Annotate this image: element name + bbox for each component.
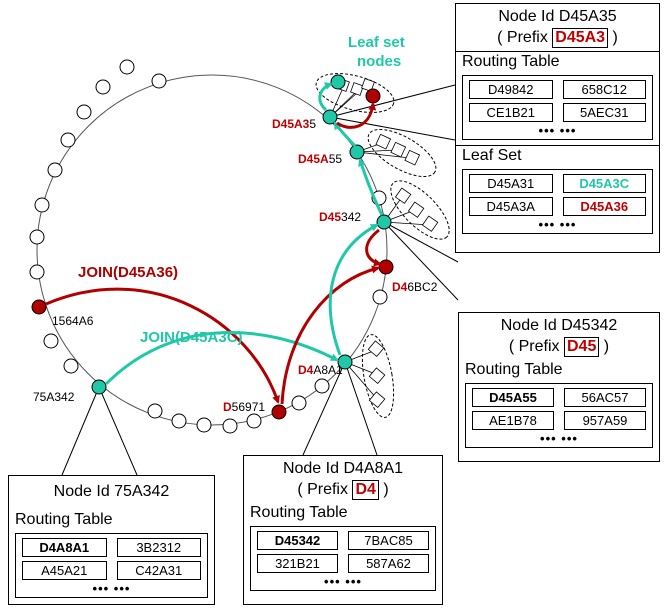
node-label-1564a6: 1564A6 bbox=[52, 314, 94, 328]
connector-lines bbox=[61, 84, 459, 476]
prefix-value: D4 bbox=[352, 480, 379, 500]
routing-table: D4A8A1 3B2312 A45A21 C42A31 ••• ••• bbox=[15, 533, 208, 598]
table-cell: D45A3C bbox=[562, 174, 646, 193]
leaf-set-table: D45A31 D45A3C D45A3A D45A36 ••• ••• bbox=[462, 169, 653, 234]
routing-table-label: Routing Table bbox=[456, 51, 659, 72]
route-teal-arrow bbox=[318, 82, 333, 112]
node-label-d4a8a1: D4A8A1 bbox=[298, 363, 343, 377]
card-prefix: ( Prefix D45 ) bbox=[508, 337, 610, 357]
routing-table: D45342 7BAC85 321B21 587A62 ••• ••• bbox=[250, 526, 436, 591]
node-card-75a342: Node Id 75A342 Routing Table D4A8A1 3B23… bbox=[8, 475, 215, 605]
join-teal-label: JOIN(D45A3C) bbox=[140, 329, 243, 346]
leaf-set-label: Leaf Set bbox=[456, 145, 659, 166]
join-teal-arrow bbox=[104, 331, 339, 386]
teal-node bbox=[91, 74, 392, 395]
route-teal-arrow bbox=[328, 223, 379, 356]
node-card-d4a8a1: Node Id D4A8A1 ( Prefix D4 ) Routing Tab… bbox=[243, 455, 443, 605]
route-red-arrow bbox=[336, 102, 377, 129]
card-prefix: ( Prefix D4 ) bbox=[297, 480, 389, 500]
route-teal-arrow bbox=[358, 158, 384, 216]
table-cell: AE1B78 bbox=[472, 411, 554, 430]
node-card-d45342: Node Id D45342 ( Prefix D45 ) Routing Ta… bbox=[458, 312, 660, 462]
table-cell: D4A8A1 bbox=[22, 538, 107, 557]
ellipsis: ••• ••• bbox=[92, 581, 131, 596]
join-red-label: JOIN(D45A36) bbox=[78, 264, 178, 281]
prefix-value: D45A3 bbox=[552, 28, 609, 48]
table-cell: D45A3A bbox=[469, 197, 553, 216]
table-cell: 658C12 bbox=[562, 80, 646, 99]
table-cell: 587A62 bbox=[348, 554, 429, 573]
table-cell: C42A31 bbox=[116, 561, 201, 580]
table-cell: D45A36 bbox=[562, 197, 646, 216]
node-label-d46bc2: D46BC2 bbox=[392, 280, 438, 294]
card-prefix: ( Prefix D45A3 ) bbox=[497, 28, 618, 48]
card-title: Node Id 75A342 bbox=[53, 483, 170, 500]
leaf-set-title-2: nodes bbox=[357, 53, 401, 70]
route-teal-arrow bbox=[333, 121, 357, 148]
leaf-set-title: Leaf set bbox=[348, 34, 405, 51]
route-red-arrow bbox=[280, 265, 380, 405]
node-label-75a342: 75A342 bbox=[33, 390, 75, 404]
ring-node bbox=[29, 59, 388, 434]
table-cell: 321B21 bbox=[257, 554, 338, 573]
table-cell: CE1B21 bbox=[469, 103, 553, 122]
node-label-d45a55: D45A55 bbox=[298, 152, 342, 166]
ellipsis: ••• ••• bbox=[538, 217, 577, 232]
routing-table: D45A55 56AC57 AE1B78 957A59 ••• ••• bbox=[465, 383, 653, 448]
red-node bbox=[31, 88, 394, 420]
table-cell: 7BAC85 bbox=[348, 531, 429, 550]
node-card-d45a35: Node Id D45A35 ( Prefix D45A3 ) Routing … bbox=[455, 3, 660, 253]
ellipsis: ••• ••• bbox=[540, 431, 578, 446]
ellipsis: ••• ••• bbox=[538, 123, 577, 138]
routing-table-label: Routing Table bbox=[15, 511, 113, 528]
ellipsis: ••• ••• bbox=[324, 574, 362, 589]
table-cell: 5AEC31 bbox=[562, 103, 646, 122]
table-cell: D49842 bbox=[469, 80, 553, 99]
table-cell: A45A21 bbox=[22, 561, 107, 580]
routing-table: D49842 658C12 CE1B21 5AEC31 ••• ••• bbox=[462, 75, 653, 140]
card-title: Node Id D45A35 bbox=[498, 8, 617, 25]
join-red-arrow bbox=[45, 287, 280, 404]
route-red-arrow bbox=[365, 228, 382, 267]
table-cell: D45A55 bbox=[472, 388, 554, 407]
table-cell: 957A59 bbox=[564, 411, 646, 430]
table-cell: 3B2312 bbox=[116, 538, 201, 557]
node-label-d45a35: D45A35 bbox=[272, 117, 316, 131]
node-label-d56971: D56971 bbox=[223, 400, 265, 414]
routing-table-label: Routing Table bbox=[465, 361, 563, 378]
card-title: Node Id D45342 bbox=[500, 317, 618, 334]
node-label-d45342: D45342 bbox=[319, 210, 361, 224]
card-title: Node Id D4A8A1 bbox=[282, 460, 404, 477]
table-cell: D45342 bbox=[257, 531, 338, 550]
table-cell: D45A31 bbox=[469, 174, 553, 193]
overlay-ring bbox=[36, 74, 388, 426]
table-cell: 56AC57 bbox=[564, 388, 646, 407]
prefix-value: D45 bbox=[563, 337, 600, 357]
routing-table-label: Routing Table bbox=[250, 504, 348, 521]
